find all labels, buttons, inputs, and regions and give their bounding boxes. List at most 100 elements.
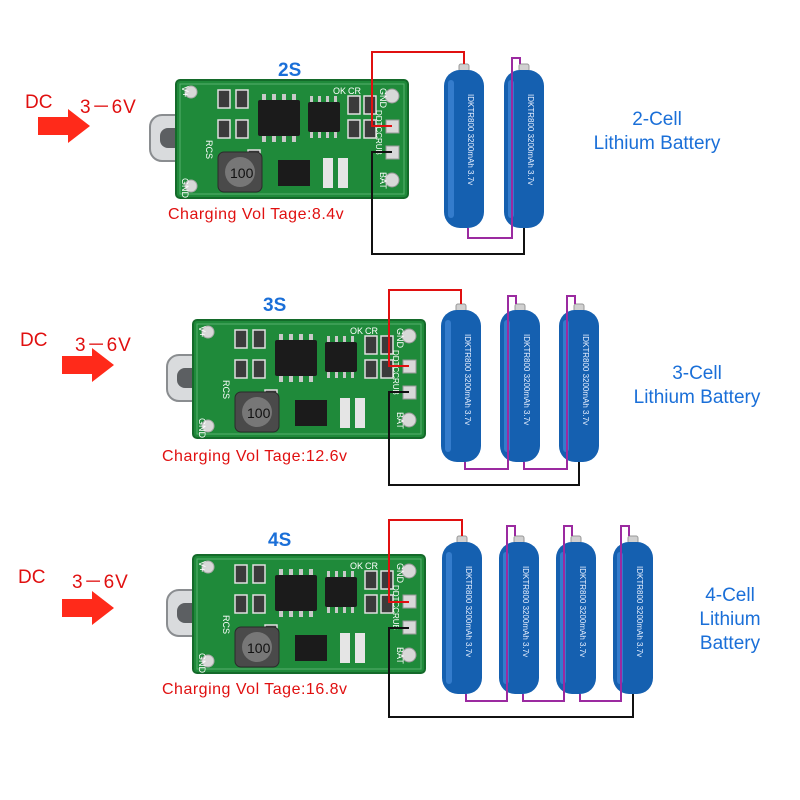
chip-pin xyxy=(279,376,283,382)
inductor-core xyxy=(225,157,255,187)
inductor-value: 100 xyxy=(247,405,271,421)
silkscreen-outline xyxy=(196,558,422,670)
smd-component xyxy=(217,119,231,139)
wire-series-link xyxy=(579,525,630,702)
silkscreen-bat: BAT xyxy=(395,412,405,429)
battery-highlight xyxy=(445,320,451,452)
chip-pin xyxy=(309,334,313,340)
terminal-hole xyxy=(401,647,417,663)
input-arrow xyxy=(38,109,90,143)
silkscreen-vplus: V+ xyxy=(197,326,207,337)
chip-pin xyxy=(327,336,330,342)
battery-label-line: Lithium Battery xyxy=(593,133,721,154)
battery-label-line: 3-Cell xyxy=(672,363,722,384)
battery-print: IDKTR800 3200mAh 3.7v xyxy=(464,566,473,657)
battery-label: 2-Cell Lithium Battery xyxy=(572,108,742,156)
wire-positive xyxy=(388,519,463,603)
battery-label: 4-Cell Lithium Battery xyxy=(680,584,780,656)
battery-highlight xyxy=(448,80,454,218)
chip-pin xyxy=(318,96,321,102)
smd-component xyxy=(364,359,378,379)
chip-pin xyxy=(299,376,303,382)
battery-highlight xyxy=(446,552,452,684)
silkscreen-gnd: GND xyxy=(378,88,388,109)
pin-hole xyxy=(201,419,215,433)
battery-cell: IDKTR800 3200mAh 3.7v xyxy=(504,63,544,228)
smd-component xyxy=(364,594,378,614)
battery-print: IDKTR800 3200mAh 3.7v xyxy=(521,566,530,657)
arrow-shape xyxy=(38,109,90,143)
chip-pin xyxy=(279,569,283,575)
battery-cell: IDKTR800 3200mAh 3.7v xyxy=(444,63,484,228)
chip-pin xyxy=(343,372,346,378)
battery-label-line: 2-Cell xyxy=(632,109,682,130)
battery-cell: IDKTR800 3200mAh 3.7v xyxy=(613,535,653,694)
silkscreen-gnd-left: GND xyxy=(180,178,190,199)
silkscreen-vplus: V+ xyxy=(197,561,207,572)
chip-pin xyxy=(292,94,296,100)
smd-component xyxy=(347,119,361,139)
charging-voltage: Charging Vol Tage:16.8v xyxy=(162,681,348,698)
silkscreen-gnd: GND xyxy=(395,328,405,349)
chip-pin xyxy=(351,336,354,342)
silkscreen-outline xyxy=(196,323,422,435)
wire-positive xyxy=(388,289,462,367)
silkscreen-code: DDTCCRUB xyxy=(391,585,400,630)
terminal-hole xyxy=(401,412,417,428)
battery-label-line: Battery xyxy=(699,633,761,654)
battery-print: IDKTR800 3200mAh 3.7v xyxy=(526,94,535,185)
chip-pin xyxy=(282,136,286,142)
silkscreen-code: DDTCCRUB xyxy=(374,110,383,155)
chip-pin xyxy=(289,569,293,575)
battery-label-line: 4-Cell xyxy=(705,585,755,606)
silkscreen-vplus: V+ xyxy=(180,86,190,97)
chip-pin xyxy=(262,94,266,100)
chip-pin xyxy=(335,336,338,342)
chip-pin xyxy=(279,334,283,340)
chip-pin xyxy=(309,611,313,617)
voltage-range: 3－6V xyxy=(75,335,132,356)
solder-pad xyxy=(338,158,348,188)
ic-chip xyxy=(275,575,317,611)
silkscreen-code: DDTCCRUB xyxy=(391,350,400,395)
input-arrow xyxy=(62,348,114,382)
charging-voltage: Charging Vol Tage:12.6v xyxy=(162,448,348,465)
battery-cell: IDKTR800 3200mAh 3.7v xyxy=(559,303,599,462)
wire-series-link xyxy=(464,295,517,470)
smd-component xyxy=(252,359,266,379)
ic-chip xyxy=(258,100,300,136)
chip-pin xyxy=(309,569,313,575)
mosfet xyxy=(295,400,327,426)
battery-print: IDKTR800 3200mAh 3.7v xyxy=(581,334,590,425)
chip-pin xyxy=(310,96,313,102)
chip-pin xyxy=(351,571,354,577)
chip-pin xyxy=(351,607,354,613)
pin-hole xyxy=(184,179,198,193)
smd-component xyxy=(347,95,361,115)
silkscreen-ok: OK xyxy=(333,86,346,96)
diagram-row-2s: DC 3－6V 2S Charging Vol Tage:8.4v 2-Cell… xyxy=(0,0,800,250)
terminal-hole xyxy=(401,328,417,344)
ic-chip xyxy=(275,340,317,376)
input-arrow xyxy=(62,591,114,625)
chip-pin xyxy=(326,132,329,138)
chip-pin xyxy=(272,94,276,100)
inductor-value: 100 xyxy=(230,165,254,181)
arrow-shape xyxy=(62,348,114,382)
wire-series-link xyxy=(522,525,573,702)
battery-label-line: Lithium Battery xyxy=(633,387,761,408)
inductor-value: 100 xyxy=(247,640,271,656)
ic-chip xyxy=(308,102,340,132)
dc-label: DC xyxy=(20,330,48,351)
wire-positive xyxy=(371,51,465,127)
silkscreen-bat: BAT xyxy=(395,647,405,664)
smd-component xyxy=(234,359,248,379)
charging-voltage: Charging Vol Tage:8.4v xyxy=(168,206,345,223)
silkscreen-cr: CR xyxy=(365,561,378,571)
chip-pin xyxy=(289,376,293,382)
diagram-row-3s: DC 3－6V 3S Charging Vol Tage:12.6v 3-Cel… xyxy=(0,0,800,465)
chip-pin xyxy=(299,611,303,617)
wire-negative xyxy=(371,151,525,255)
